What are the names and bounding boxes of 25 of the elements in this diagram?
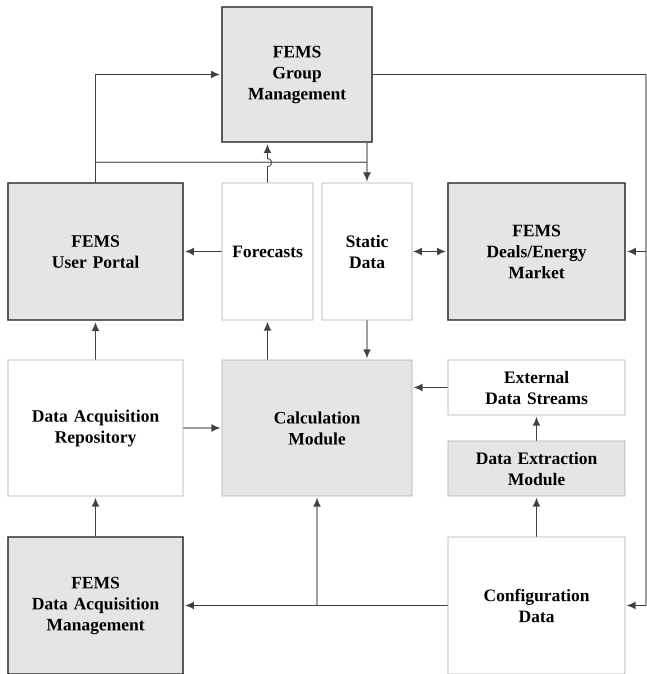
process-box: Data Extraction Module	[448, 440, 626, 496]
arrow	[92, 323, 100, 360]
module-box: FEMS Deals/Energy Market	[447, 182, 626, 321]
arrow	[264, 145, 272, 184]
module-box: FEMS Group Management	[221, 6, 373, 143]
data-box: External Data Streams	[448, 360, 626, 416]
data-box: Configuration Data	[448, 536, 626, 674]
data-box: Data Acquisition Repository	[8, 360, 184, 496]
data-box: Static Data	[322, 182, 412, 320]
arrow	[92, 498, 100, 537]
arrow	[532, 498, 540, 538]
arrow	[363, 320, 371, 358]
data-box: Forecasts	[222, 182, 314, 320]
arrow	[363, 142, 371, 180]
arrow	[372, 74, 646, 610]
arrow	[186, 248, 222, 256]
arrow	[532, 418, 540, 442]
arrow	[414, 248, 445, 256]
process-box: Calculation Module	[222, 360, 412, 496]
arrow	[414, 384, 448, 392]
module-box: FEMS User Portal	[7, 182, 184, 321]
arrow	[264, 322, 272, 360]
arrow	[182, 424, 220, 432]
module-box: FEMS Data Acquisition Management	[7, 536, 184, 674]
arrow	[313, 498, 448, 606]
